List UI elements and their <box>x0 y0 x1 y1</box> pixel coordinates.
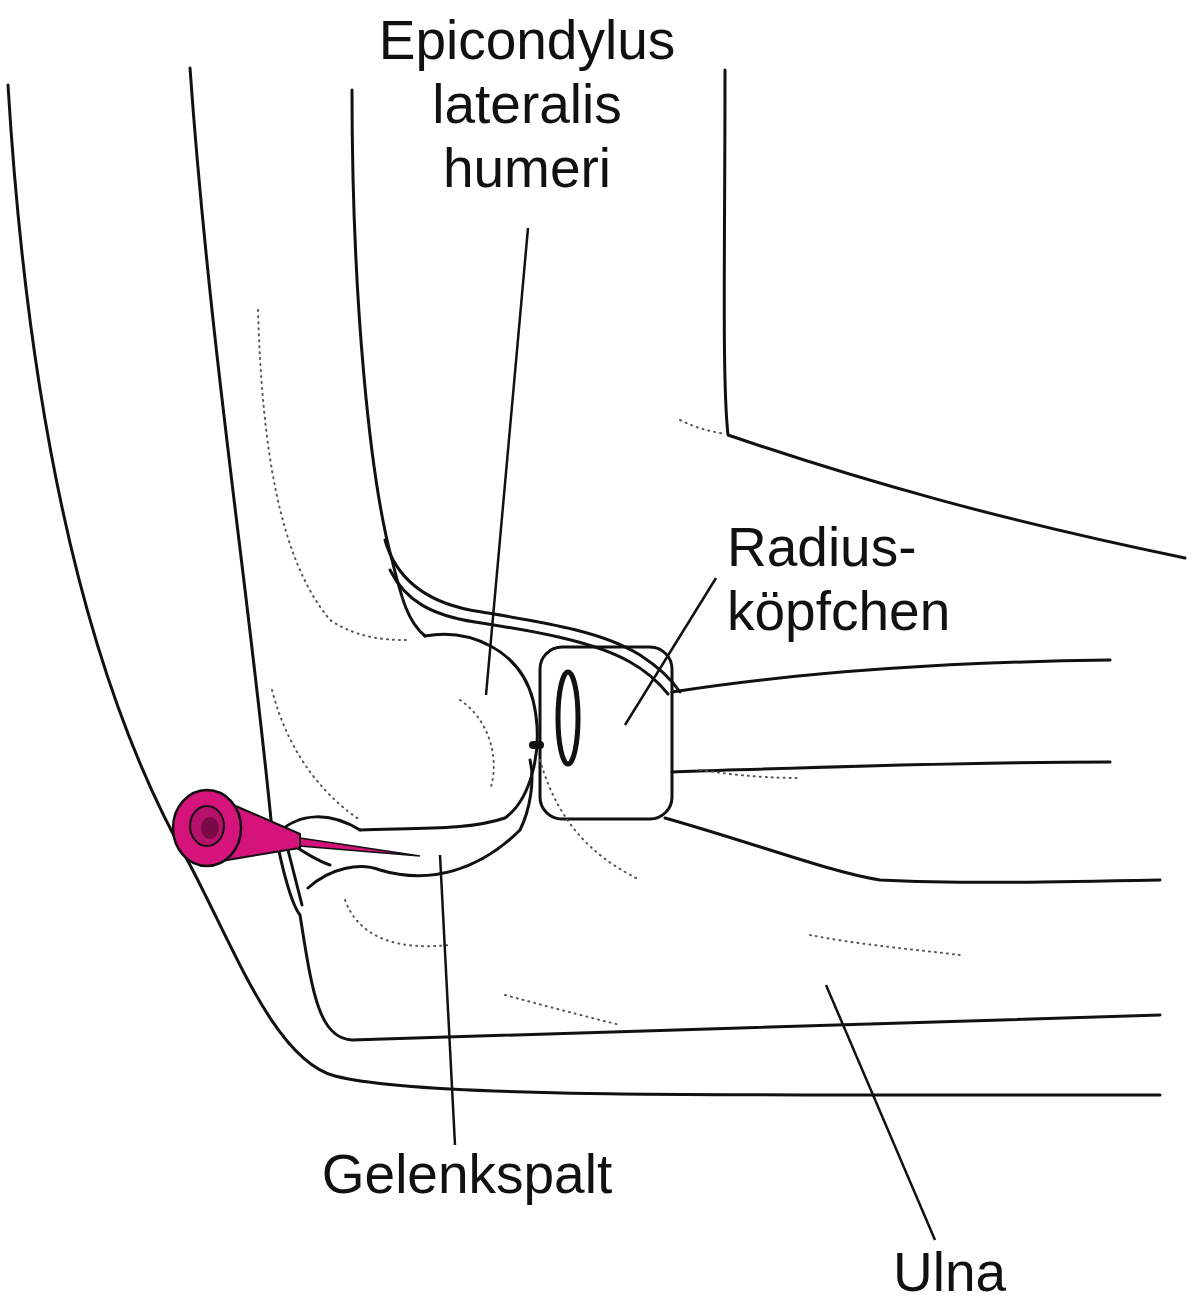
stipple-shading <box>258 310 410 640</box>
leader-line <box>826 985 935 1240</box>
skin-outline <box>8 85 1160 1095</box>
part-label: Ulna <box>893 1240 1073 1304</box>
leader-line <box>440 855 455 1145</box>
joint-shadow <box>533 741 540 749</box>
leader-line <box>486 228 528 695</box>
radius-shaft <box>672 762 1110 772</box>
ulna-outline <box>276 835 1160 1040</box>
part-label: Gelenkspalt <box>317 1142 617 1206</box>
stipple-shading <box>700 770 800 778</box>
part-label: Epicondylus lateralis humeri <box>347 8 707 200</box>
stipple-shading <box>272 690 360 820</box>
skin-outline <box>724 70 1185 558</box>
annular-ligament <box>390 570 668 694</box>
stipple-shading <box>345 900 450 946</box>
stipple-shading <box>680 420 725 434</box>
stipple-shading <box>810 935 960 955</box>
radius-shaft <box>672 660 1110 692</box>
humerus-outline <box>190 68 272 830</box>
part-label: Radius- köpfchen <box>727 515 1027 643</box>
stipple-shading <box>540 760 640 880</box>
injection-needle <box>173 790 420 866</box>
capitulum <box>360 634 537 830</box>
ulna-shaft <box>665 818 1160 882</box>
annular-ligament <box>385 540 680 692</box>
stipple-shading <box>505 995 620 1025</box>
stipple-shading <box>460 700 494 790</box>
radius-head <box>540 647 672 819</box>
leader-line <box>625 578 716 725</box>
radius-head-fovea <box>558 672 578 764</box>
ulna-articular <box>308 760 532 888</box>
humerus-outline <box>352 90 425 636</box>
